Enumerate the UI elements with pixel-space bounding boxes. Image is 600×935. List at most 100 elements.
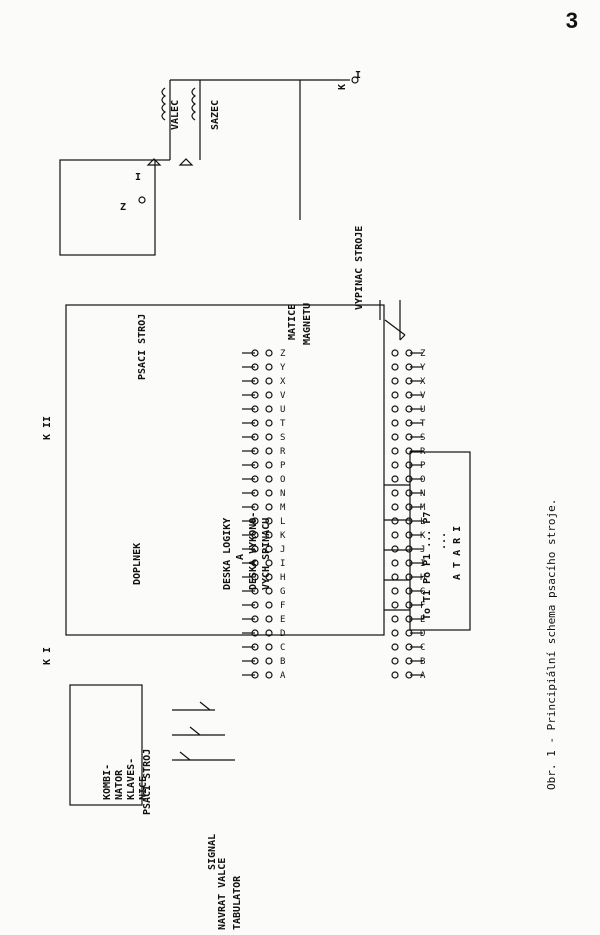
k-ii-pin-label-V: V (420, 391, 426, 401)
k-ii-pin-outer-D (391, 629, 399, 637)
k-i-pin-label-J: J (280, 545, 285, 555)
k-i-pin-label-O: O (280, 475, 285, 485)
figure-caption: Obr. 1 - Principiální schema psacího str… (545, 499, 558, 790)
k-i-pin-label-V: V (280, 391, 286, 401)
atari-dots: ... (437, 532, 448, 550)
k-i-pin-label-D: D (280, 629, 285, 639)
k-i-pin-label-S: S (280, 433, 285, 443)
wiring (242, 352, 423, 676)
atari-ports-label: To T1 Po P1 ... P7 (422, 512, 433, 620)
k-ii-pin-outer-N (391, 489, 399, 497)
k-ii-pin-outer-E (391, 615, 399, 623)
k-ii-pin-label-O: O (420, 475, 425, 485)
k-i-pin-label-E: E (280, 615, 285, 625)
k-ii-pin-outer-I (391, 559, 399, 567)
k-i-pin-inner-Y (265, 363, 273, 371)
matice-label-2: MAGNETU (302, 303, 313, 345)
k-ii-pin-outer-H (391, 573, 399, 581)
matice-block (59, 159, 156, 256)
k-i-pin-inner-B (265, 657, 273, 665)
label-sazec: SAZEC (210, 100, 221, 130)
k-i-pin-label-C: C (280, 643, 285, 653)
label-signal: SIGNAL (207, 834, 218, 870)
label-psaci-stroj-top: PSACI STROJ (137, 314, 148, 380)
k-ii-pin-outer-F (391, 601, 399, 609)
page-number: 3 (565, 8, 578, 33)
k-ii-pin-outer-X (391, 377, 399, 385)
label-k-i: K I (42, 647, 53, 665)
k-i-pin-label-X: X (280, 377, 286, 387)
k-ii-pin-label-J: J (420, 545, 425, 555)
k-i-pin-label-Y: Y (280, 363, 286, 373)
k-i-pin-inner-O (265, 475, 273, 483)
k-ii-pin-label-L: L (420, 517, 425, 527)
k-i-pin-inner-K (265, 531, 273, 539)
k-ii-pin-outer-K (391, 531, 399, 539)
k-i-pin-label-M: M (280, 503, 286, 513)
k-ii-pin-label-S: S (420, 433, 425, 443)
k-i-pin-label-K: K (280, 531, 286, 541)
label-i-terminal: I (135, 172, 141, 183)
atari-name-label: A T A R I (452, 526, 463, 580)
k-i-pin-label-R: R (280, 447, 286, 457)
k-ii-pin-label-G: G (420, 587, 425, 597)
k-i-pin-inner-J (265, 545, 273, 553)
kombinator-label-4: NICE (138, 776, 149, 800)
k-ii-pin-outer-A (391, 671, 399, 679)
k-ii-pin-label-R: R (420, 447, 426, 457)
kombinator-block (69, 684, 143, 806)
k-ii-pin-label-I: I (420, 559, 425, 569)
label-k-sub: I (355, 70, 361, 81)
k-i-pin-inner-D (265, 629, 273, 637)
k-ii-pin-label-K: K (420, 531, 426, 541)
k-ii-pin-label-F: F (420, 601, 425, 611)
k-i-pin-inner-U (265, 405, 273, 413)
k-i-pin-inner-S (265, 433, 273, 441)
k-i-pin-inner-N (265, 489, 273, 497)
k-ii-pin-outer-Y (391, 363, 399, 371)
deska-logiky-label: DESKA LOGIKY (222, 518, 233, 590)
k-i-pin-inner-Z (265, 349, 273, 357)
label-k-terminal: K (337, 84, 348, 90)
k-i-pin-inner-T (265, 419, 273, 427)
k-ii-pin-label-D: D (420, 629, 425, 639)
k-i-pin-inner-C (265, 643, 273, 651)
k-i-pin-label-B: B (280, 657, 285, 667)
k-i-pin-label-G: G (280, 587, 285, 597)
k-ii-pin-outer-O (391, 475, 399, 483)
k-ii-pin-label-B: B (420, 657, 425, 667)
k-i-pin-label-L: L (280, 517, 285, 527)
k-i-pin-inner-L (265, 517, 273, 525)
k-i-pin-label-Z: Z (280, 349, 286, 359)
k-i-pin-label-U: U (280, 405, 285, 415)
kombinator-label-2: NATOR (114, 769, 125, 800)
label-psaci-stroj-bottom: PSACI STROJ (142, 749, 153, 815)
atari-block (409, 451, 471, 631)
label-z-terminal: Z (120, 202, 126, 213)
k-ii-pin-label-U: U (420, 405, 425, 415)
matice-label-1: MATICE (287, 304, 298, 340)
label-vypinac: VYPINAC STROJE (354, 226, 365, 310)
k-ii-pin-label-H: H (420, 573, 425, 583)
label-k-ii: K II (42, 416, 53, 440)
k-i-pin-inner-M (265, 503, 273, 511)
k-i-pin-inner-G (265, 587, 273, 595)
k-ii-pin-label-N: N (420, 489, 425, 499)
deska-vykonovych-label: DESKA VYKONO- (248, 512, 259, 590)
k-ii-pin-outer-B (391, 657, 399, 665)
k-i-pin-inner-V (265, 391, 273, 399)
k-ii-pin-label-M: M (420, 503, 426, 513)
k-ii-pin-outer-R (391, 447, 399, 455)
k-i-pin-inner-X (265, 377, 273, 385)
k-ii-pin-outer-M (391, 503, 399, 511)
k-ii-pin-outer-L (391, 517, 399, 525)
k-i-pin-label-T: T (280, 419, 286, 429)
k-ii-pin-label-T: T (420, 419, 426, 429)
k-i-pin-inner-E (265, 615, 273, 623)
label-navrat-valce: NAVRAT VALCE (217, 858, 228, 930)
k-ii-pin-outer-J (391, 545, 399, 553)
deska-a-label: A (235, 554, 246, 560)
